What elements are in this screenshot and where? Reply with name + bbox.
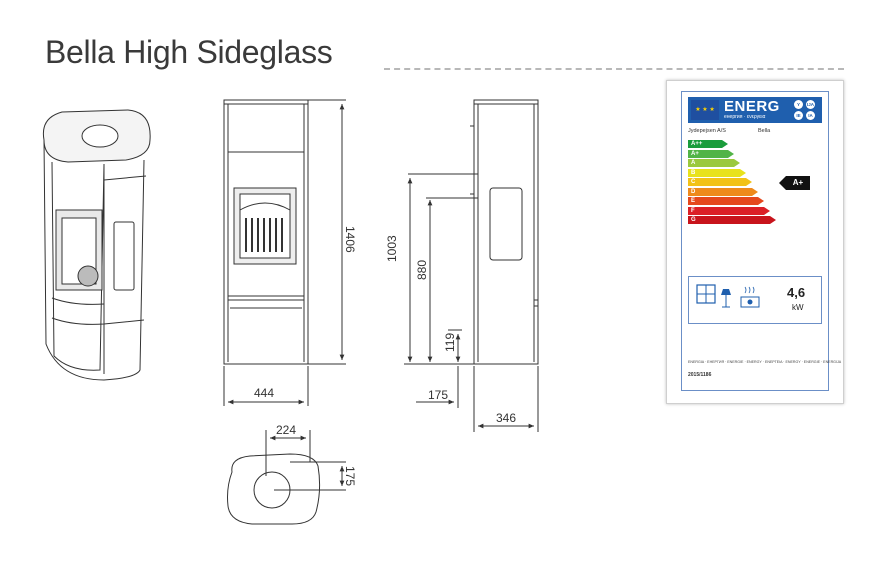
power-unit: kW: [792, 303, 804, 312]
page-title: Bella High Sideglass: [45, 34, 333, 70]
model-name: Bella: [758, 128, 771, 134]
energ-heading: ENERG: [724, 98, 780, 115]
energy-class-bar: F: [688, 206, 770, 215]
regulation-number: 2015/1186: [688, 372, 712, 378]
depth-175-label: 175: [428, 388, 448, 402]
energy-label-frame: ★ ★ ★ ENERG енергия · ενεργεια Y IJA IE …: [681, 91, 841, 391]
top-175-label: 175: [343, 466, 357, 486]
front-width-label: 444: [254, 386, 274, 400]
top-224-label: 224: [276, 423, 296, 437]
energy-class-rating: A+: [779, 176, 810, 190]
stove-top-view-icon: [227, 453, 321, 525]
stove-front-view-icon: [223, 99, 309, 365]
energy-class-bar: A++: [688, 140, 728, 148]
lang-code: IJA: [806, 100, 815, 109]
heater-icon: [740, 286, 760, 308]
title-dashed-rule: [384, 68, 844, 70]
stove-side-view-icon: [470, 99, 539, 365]
height-total-label: 1406: [343, 226, 357, 253]
lang-code: IE: [794, 111, 803, 120]
height-119-label: 119: [443, 333, 457, 352]
power-value: 4,6: [787, 285, 806, 300]
lang-code: Y: [794, 100, 803, 109]
supplier-name: Jydepejsen A/S: [688, 128, 726, 134]
energy-class-bar: A+: [688, 149, 734, 158]
energy-class-bar: E: [688, 197, 764, 205]
depth-346-label: 346: [496, 411, 516, 425]
energy-info-box: 4,6 kW: [688, 276, 822, 324]
room-heating-icon: [696, 284, 760, 308]
lamp-icon: [721, 289, 731, 308]
energy-class-bar: C: [688, 178, 752, 186]
energy-class-bar: G: [688, 216, 776, 224]
energy-label: ★ ★ ★ ENERG енергия · ενεργεια Y IJA IE …: [666, 80, 844, 404]
energ-subheading: енергия · ενεργεια: [724, 114, 766, 120]
lang-code: IA: [806, 111, 815, 120]
stove-3d-view-icon: [42, 109, 151, 381]
languages-strip: ENERGIA · ЕНЕРГИЯ · ENERGIE · ENERGY · Ε…: [688, 360, 842, 364]
height-1003-label: 1003: [385, 235, 399, 262]
energy-class-bar: B: [688, 168, 746, 177]
eu-flag-icon: ★ ★ ★: [691, 100, 719, 120]
energy-label-header: ★ ★ ★ ENERG енергия · ενεργεια Y IJA IE …: [688, 97, 822, 123]
height-880-label: 880: [415, 260, 429, 280]
energy-class-bar: A: [688, 159, 740, 167]
energy-class-bar: D: [688, 187, 758, 196]
